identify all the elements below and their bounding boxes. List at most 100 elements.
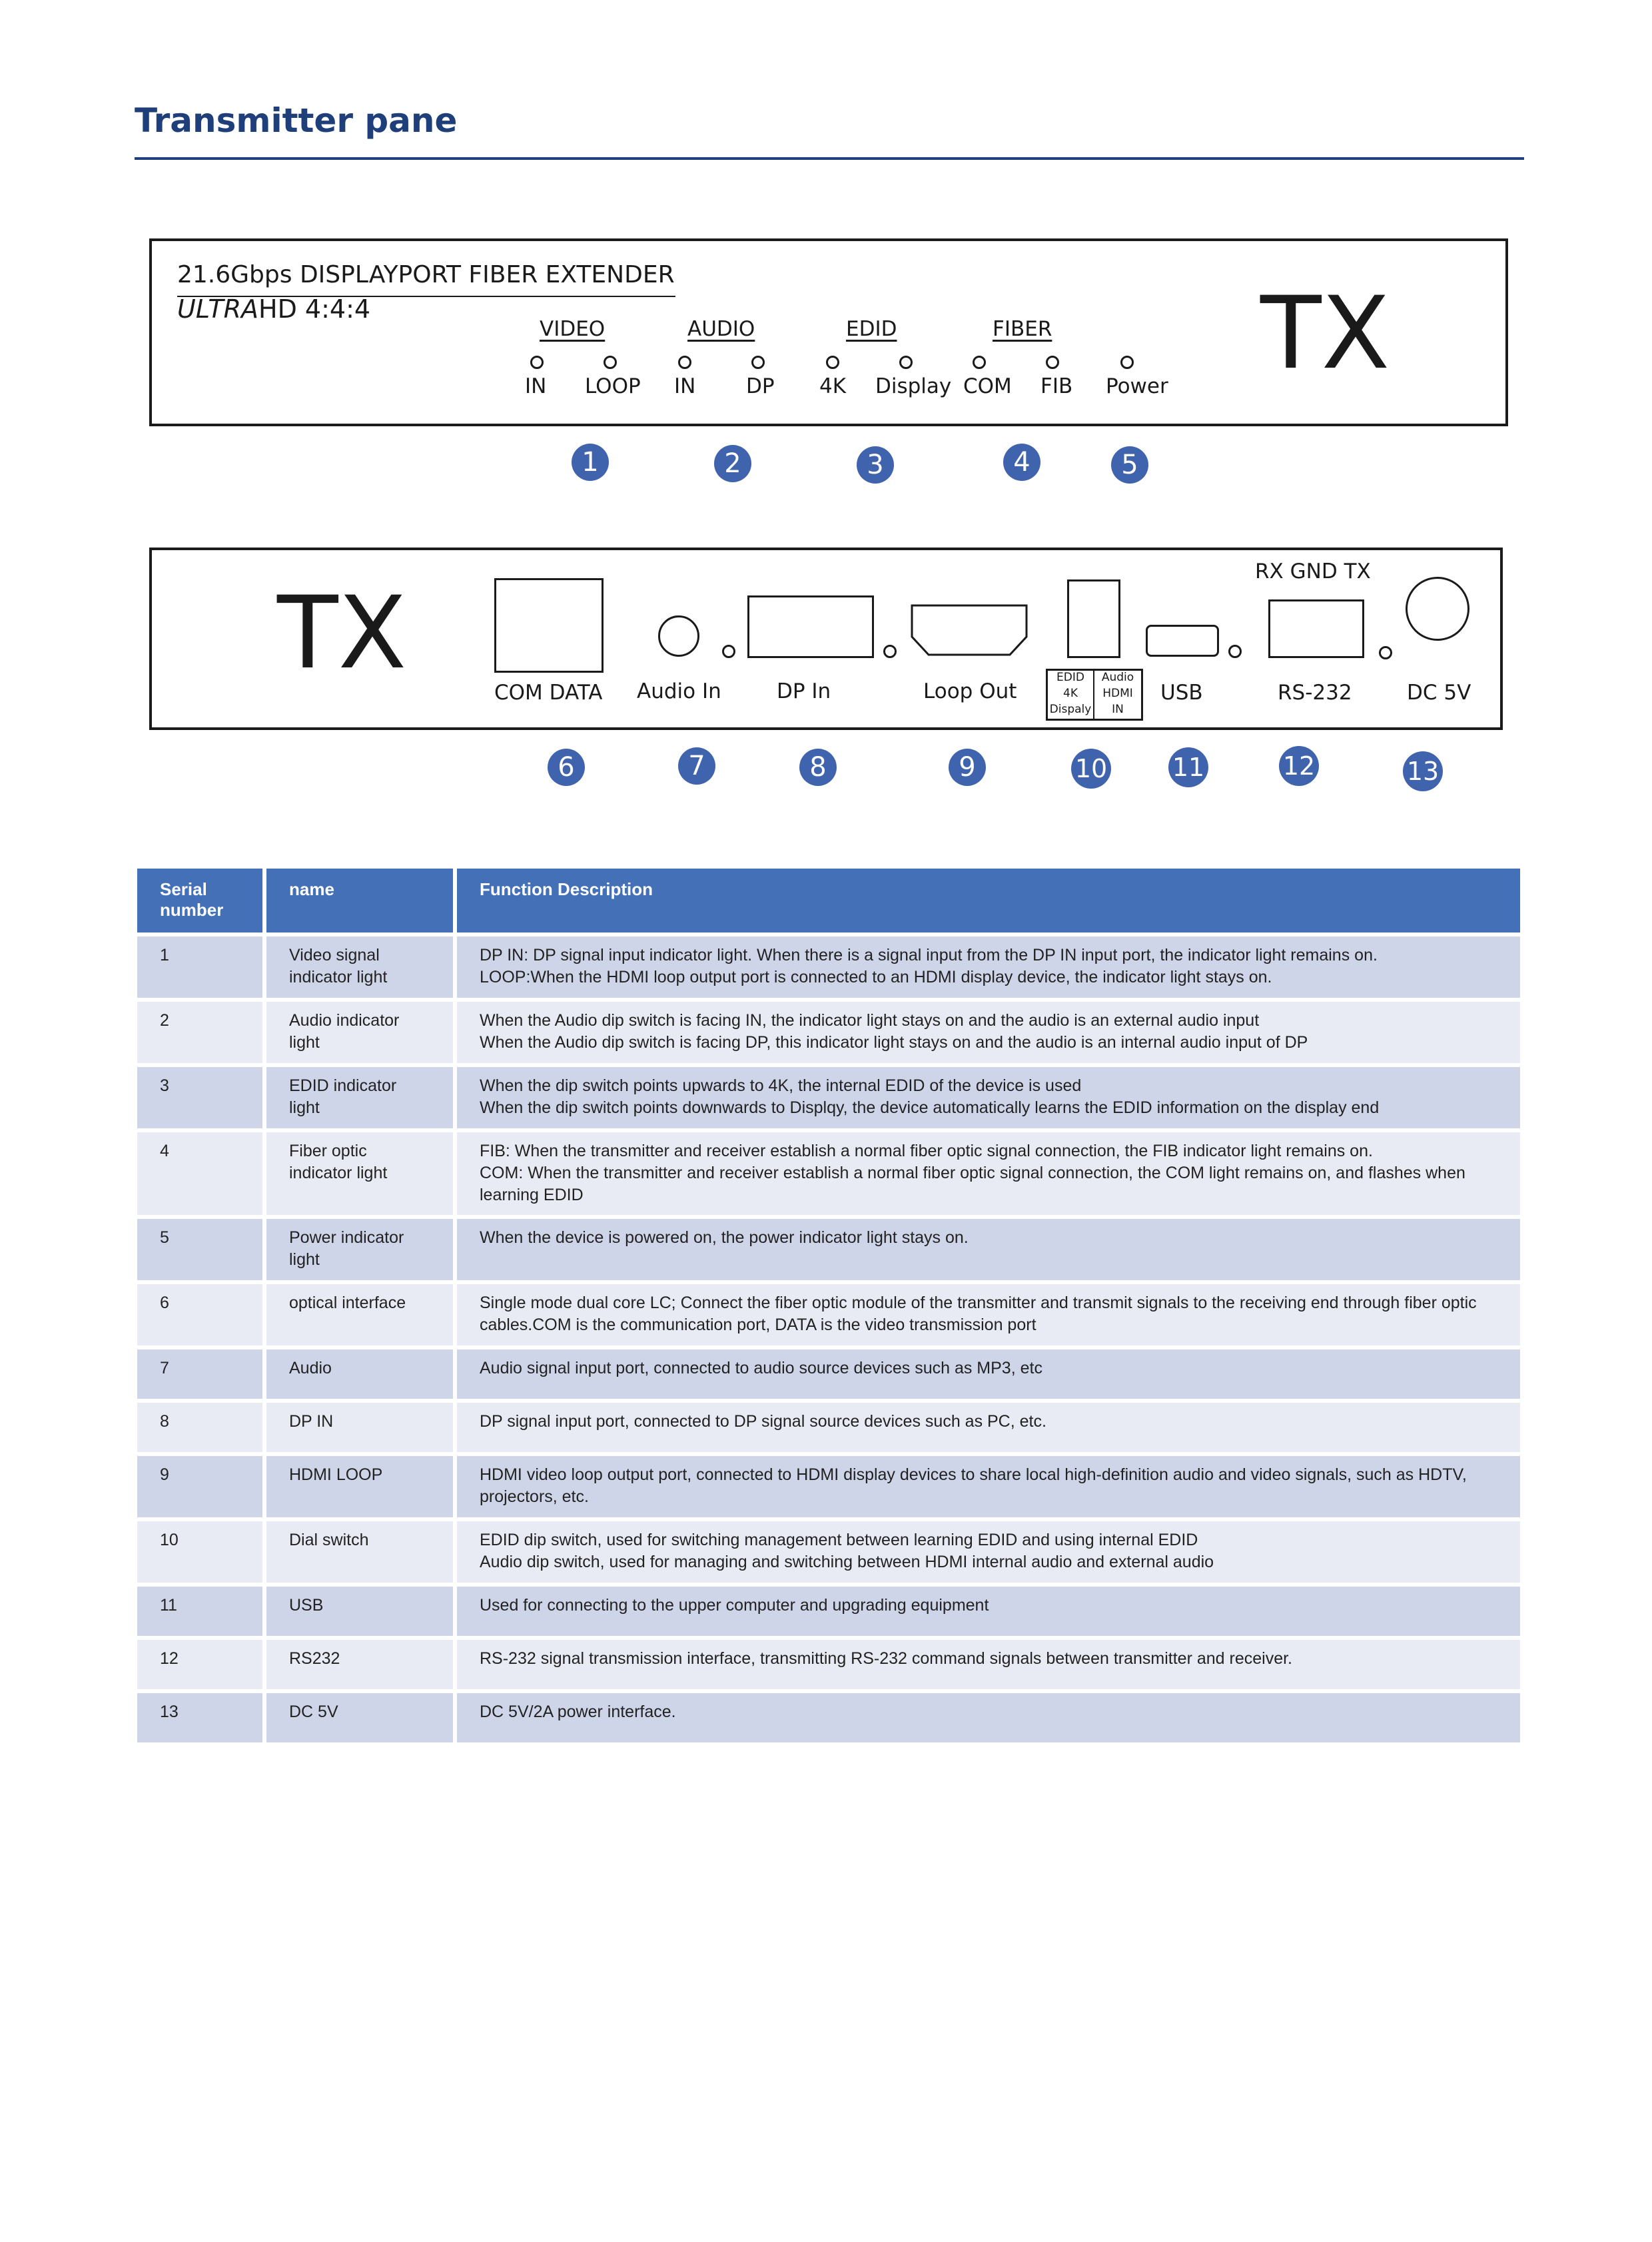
dip-hdmi: HDMI xyxy=(1102,687,1133,700)
serial-number-cell: 6 xyxy=(137,1284,266,1345)
com-data-label: COM DATA xyxy=(494,681,603,705)
description-cell: DP signal input port, connected to DP si… xyxy=(457,1403,1520,1452)
description-cell: EDID dip switch, used for switching mana… xyxy=(457,1521,1520,1583)
ind-dp-label: DP xyxy=(746,374,775,398)
description-cell: HDMI video loop output port, connected t… xyxy=(457,1456,1520,1517)
hdmi-loop-out-port xyxy=(911,604,1028,656)
description-cell: Used for connecting to the upper compute… xyxy=(457,1587,1520,1636)
audio-screw xyxy=(722,645,735,658)
front-tx-label: TX xyxy=(1260,276,1390,392)
callout-badge-2: 2 xyxy=(714,445,751,482)
description-line: EDID dip switch, used for switching mana… xyxy=(480,1531,1198,1549)
dp-in-label: DP In xyxy=(777,679,831,703)
serial-number-cell: 5 xyxy=(137,1219,266,1280)
description-line: DP signal input port, connected to DP si… xyxy=(480,1412,1046,1431)
dc-power-jack xyxy=(1406,577,1469,641)
ind-in2-label: IN xyxy=(674,374,696,398)
usb-port xyxy=(1146,625,1219,657)
rs232-label: RS-232 xyxy=(1278,681,1352,705)
serial-number-cell: 9 xyxy=(137,1456,266,1517)
name-cell: Audio xyxy=(266,1349,457,1399)
description-line: DP IN: DP signal input indicator light. … xyxy=(480,946,1378,964)
description-cell: DC 5V/2A power interface. xyxy=(457,1693,1520,1742)
callout-badge-5: 5 xyxy=(1111,446,1148,484)
name-cell: EDID indicator light xyxy=(266,1067,457,1128)
dip-in: IN xyxy=(1112,703,1124,716)
name-cell: USB xyxy=(266,1587,457,1636)
audio-in-label: Audio In xyxy=(637,679,721,703)
led-power xyxy=(1120,356,1134,369)
page-title: Transmitter pane xyxy=(135,101,458,140)
serial-number-cell: 2 xyxy=(137,1002,266,1063)
dp-screw xyxy=(883,645,897,658)
ind-fib-label: FIB xyxy=(1040,374,1073,398)
name-cell: optical interface xyxy=(266,1284,457,1345)
callout-badge-12: 12 xyxy=(1279,746,1319,786)
group-audio-label: AUDIO xyxy=(687,317,755,341)
description-cell: RS-232 signal transmission interface, tr… xyxy=(457,1640,1520,1689)
name-cell: DP IN xyxy=(266,1403,457,1452)
function-table: Serial number name Function Description … xyxy=(137,865,1520,1746)
callout-badge-1: 1 xyxy=(572,444,609,481)
ind-4k-label: 4K xyxy=(819,374,847,398)
serial-number-cell: 7 xyxy=(137,1349,266,1399)
ind-power-label: Power xyxy=(1106,374,1168,398)
callout-badge-6: 6 xyxy=(548,749,585,786)
serial-number-cell: 1 xyxy=(137,936,266,998)
serial-number-cell: 4 xyxy=(137,1132,266,1215)
callout-badge-11: 11 xyxy=(1168,747,1208,787)
description-cell: Audio signal input port, connected to au… xyxy=(457,1349,1520,1399)
group-fiber-label: FIBER xyxy=(993,317,1052,341)
loop-out-label: Loop Out xyxy=(923,679,1017,703)
ultra-prefix: ULTRA xyxy=(177,294,259,324)
dip-edid: EDID xyxy=(1048,671,1094,687)
description-line: When the dip switch points upwards to 4K… xyxy=(480,1076,1082,1095)
callout-badge-10: 10 xyxy=(1071,749,1111,789)
description-line: Used for connecting to the upper compute… xyxy=(480,1596,989,1615)
serial-number-cell: 11 xyxy=(137,1587,266,1636)
usb-label: USB xyxy=(1160,681,1203,705)
serial-number-cell: 8 xyxy=(137,1403,266,1452)
callout-badge-4: 4 xyxy=(1003,444,1040,481)
dip-audio: Audio xyxy=(1101,671,1134,684)
description-line: LOOP:When the HDMI loop output port is c… xyxy=(480,968,1272,986)
dip-switch-legend: EDID Audio 4K HDMI Dispaly IN xyxy=(1046,669,1143,721)
led-fiber-com xyxy=(973,356,986,369)
description-line: HDMI video loop output port, connected t… xyxy=(480,1465,1467,1506)
name-cell: Power indicator light xyxy=(266,1219,457,1280)
model-name: 21.6Gbps DISPLAYPORT FIBER EXTENDER xyxy=(177,261,675,288)
description-line: Audio signal input port, connected to au… xyxy=(480,1359,1042,1377)
audio-in-jack xyxy=(658,615,699,657)
description-cell: When the dip switch points upwards to 4K… xyxy=(457,1067,1520,1128)
description-line: FIB: When the transmitter and receiver e… xyxy=(480,1142,1373,1160)
description-cell: When the Audio dip switch is facing IN, … xyxy=(457,1002,1520,1063)
ind-com-label: COM xyxy=(963,374,1012,398)
dip-4k: 4K xyxy=(1048,687,1094,703)
rear-panel-diagram: TX COM DATA Audio In DP In Loop Out EDID… xyxy=(149,548,1503,730)
name-cell: Dial switch xyxy=(266,1521,457,1583)
front-panel-diagram: 21.6Gbps DISPLAYPORT FIBER EXTENDER ULTR… xyxy=(149,238,1508,426)
callout-badge-3: 3 xyxy=(857,446,894,484)
description-line: When the Audio dip switch is facing DP, … xyxy=(480,1033,1308,1052)
rear-tx-label: TX xyxy=(277,575,407,691)
dip-dispaly: Dispaly xyxy=(1048,703,1094,719)
description-cell: When the device is powered on, the power… xyxy=(457,1219,1520,1280)
rs232-screw xyxy=(1379,646,1392,659)
description-line: When the Audio dip switch is facing IN, … xyxy=(480,1011,1260,1030)
name-cell: Video signal indicator light xyxy=(266,936,457,998)
description-line: RS-232 signal transmission interface, tr… xyxy=(480,1649,1292,1668)
serial-number-cell: 12 xyxy=(137,1640,266,1689)
ind-in-label: IN xyxy=(525,374,547,398)
description-line: Audio dip switch, used for managing and … xyxy=(480,1553,1214,1571)
description-line: COM: When the transmitter and receiver e… xyxy=(480,1164,1465,1204)
